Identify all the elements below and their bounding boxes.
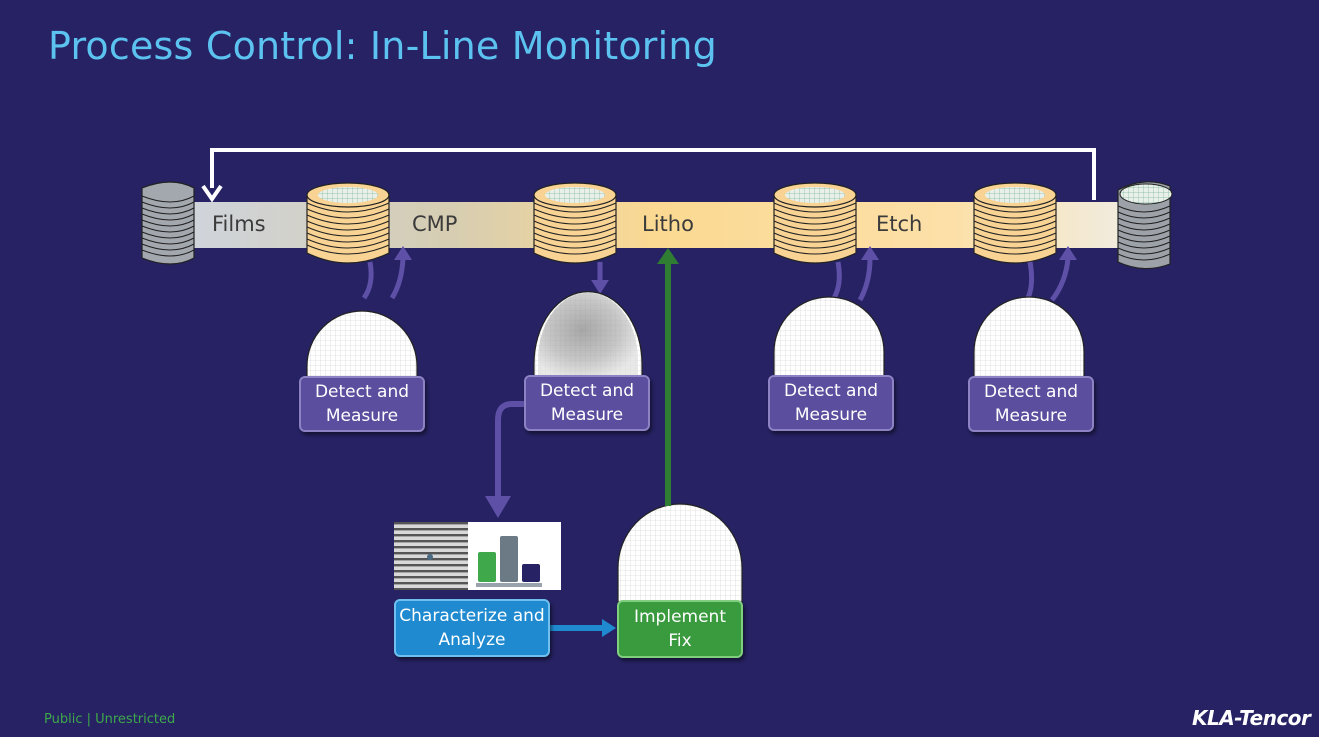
stage-label-etch: Etch	[876, 212, 923, 236]
inspection-wafer-cmp	[306, 310, 418, 379]
implement-fix-box: Implement Fix	[617, 600, 743, 658]
inspection-wafer-etch	[773, 296, 885, 379]
wafer-stack-etch	[773, 182, 857, 264]
output-wafer-stack	[1117, 181, 1173, 270]
stage-label-films: Films	[212, 212, 266, 236]
input-wafer-stack	[141, 181, 195, 265]
loop-arrow-etch	[831, 261, 842, 300]
pareto-chart-image	[468, 522, 561, 590]
page-title: Process Control: In-Line Monitoring	[48, 24, 717, 68]
feedback-loop-arrow	[210, 148, 1096, 200]
loop-arrow-final	[1025, 261, 1035, 299]
wafer-stack-final	[973, 182, 1057, 264]
stage-label-litho: Litho	[642, 212, 694, 236]
stage-label-cmp: CMP	[412, 212, 458, 236]
detect-measure-box-final: Detect and Measure	[968, 376, 1094, 432]
detect-measure-box-cmp: Detect and Measure	[299, 376, 425, 432]
wafer-stack-litho	[533, 182, 617, 264]
detect-measure-box-litho: Detect and Measure	[524, 375, 650, 431]
loop-arrow-cmp	[361, 261, 374, 300]
fix-wafer	[617, 503, 743, 603]
classification-footer: Public | Unrestricted	[44, 712, 176, 727]
characterize-analyze-box: Characterize and Analyze	[394, 599, 550, 657]
inspection-wafer-final	[973, 296, 1085, 379]
wafer-stack-cmp	[306, 182, 390, 264]
sem-image	[394, 522, 468, 590]
company-logo: KLA-Tencor	[1192, 706, 1311, 730]
detect-measure-box-etch: Detect and Measure	[768, 375, 894, 431]
inspection-wafer-litho	[533, 291, 643, 379]
to-characterize-arrow	[495, 401, 524, 498]
